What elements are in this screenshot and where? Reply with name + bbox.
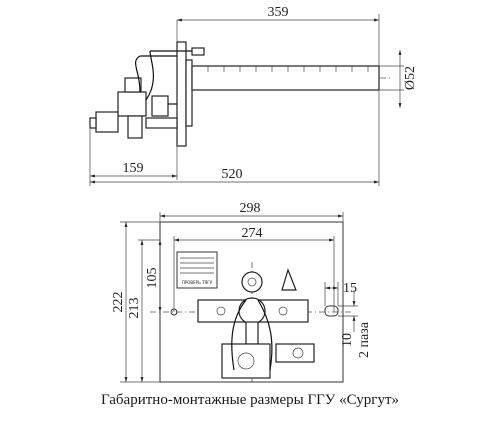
dim-height-upper: 105 xyxy=(145,268,160,289)
dim-slot-height: 10 xyxy=(340,333,355,347)
valve-knob xyxy=(124,77,142,93)
figure-caption: Габаритно-монтажные размеры ГГУ «Сургут» xyxy=(100,392,400,408)
flange-collar xyxy=(185,59,193,127)
burner-tube xyxy=(191,65,380,91)
gas-valve xyxy=(221,343,271,379)
valve-outlet-fitting xyxy=(275,343,315,363)
burner-nozzles xyxy=(207,66,369,72)
rating-plate xyxy=(176,251,218,289)
sight-glass xyxy=(241,271,263,293)
dim-plate-width: 298 xyxy=(240,201,261,216)
mounting-hole-left xyxy=(170,308,178,316)
gas-pipe xyxy=(145,117,178,129)
dim-tube-length: 359 xyxy=(268,5,289,20)
plate-label: ПРОВЕРЬ ТЯГУ xyxy=(182,280,213,285)
gas-valve-body xyxy=(117,91,147,117)
dim-slot-width: 15 xyxy=(343,281,357,296)
dim-diameter: Ø52 xyxy=(403,66,418,90)
slot-note: 2 паза xyxy=(357,321,372,358)
gas-inlet-fitting xyxy=(95,111,119,133)
thermocouple-block xyxy=(151,95,169,117)
flange-plate xyxy=(176,41,187,147)
dim-hole-spacing-h: 274 xyxy=(242,226,263,241)
dim-plate-height: 222 xyxy=(111,292,126,313)
front-view: 298 274 ПРОВЕРЬ ТЯГУ xyxy=(111,201,372,383)
dim-overall-length: 520 xyxy=(222,167,243,182)
dim-valve-offset: 159 xyxy=(123,161,144,176)
pilot-burner xyxy=(191,47,205,56)
side-view: 359 Ø52 159 520 xyxy=(89,5,418,186)
dim-hole-spacing-v: 213 xyxy=(127,298,142,319)
burner-tube-end xyxy=(238,297,266,325)
mounting-slot-right xyxy=(324,305,339,317)
pilot-cap xyxy=(281,268,297,291)
valve-outlet xyxy=(127,115,143,139)
